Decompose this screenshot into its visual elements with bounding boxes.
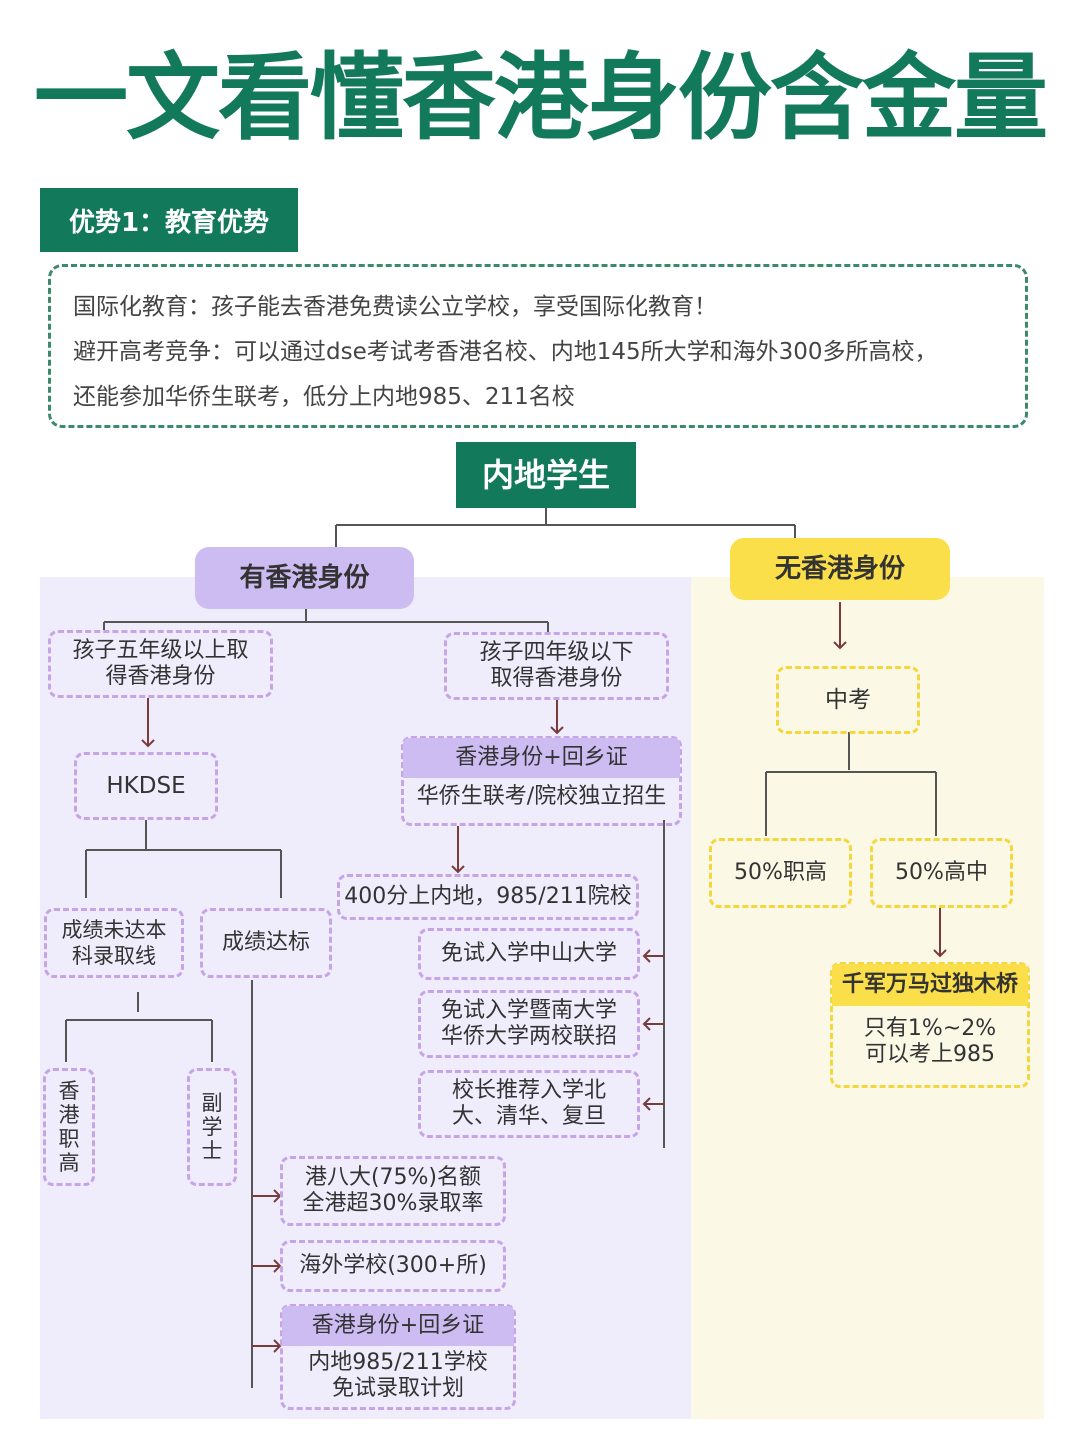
hk8-line-1: 港八大(75%)名额 bbox=[304, 1165, 482, 1190]
vocational-node: 50%职高 bbox=[709, 838, 852, 908]
dse-permit-node: 香港身份+回乡证 内地985/211学校 免试录取计划 bbox=[280, 1304, 516, 1410]
dse-permit-line-2: 免试录取计划 bbox=[331, 1376, 464, 1401]
principal-line-2: 大、清华、复旦 bbox=[451, 1104, 606, 1129]
highschool-node: 50%高中 bbox=[870, 838, 1013, 908]
hk-vocational-char-1: 香 bbox=[58, 1079, 80, 1103]
bridge-head: 千军万马过独木桥 bbox=[832, 964, 1028, 1006]
hk-vocational-char-3: 职 bbox=[58, 1127, 80, 1151]
principal-line-1: 校长推荐入学北 bbox=[451, 1078, 606, 1103]
grade5-above-line-1: 孩子五年级以上取 bbox=[72, 638, 249, 663]
bridge-line-2: 可以考上985 bbox=[865, 1042, 995, 1067]
without-hk-identity-node: 无香港身份 bbox=[730, 538, 950, 600]
hk-permit-exam-body: 华侨生联考/院校独立招生 bbox=[416, 784, 667, 809]
score400-node: 400分上内地，985/211院校 bbox=[337, 874, 639, 920]
intro-box: 国际化教育：孩子能去香港免费读公立学校，享受国际化教育！ 避开高考竞争：可以通过… bbox=[48, 264, 1028, 428]
dse-permit-line-1: 内地985/211学校 bbox=[308, 1350, 488, 1375]
hk-vocational-node: 香 港 职 高 bbox=[43, 1068, 95, 1186]
dse-permit-body: 内地985/211学校 免试录取计划 bbox=[283, 1346, 513, 1402]
intro-line-3: 还能参加华侨生联考，低分上内地985、211名校 bbox=[73, 384, 575, 410]
sysu-node: 免试入学中山大学 bbox=[418, 928, 640, 980]
with-hk-identity-node: 有香港身份 bbox=[195, 547, 414, 609]
hk-vocational-char-4: 高 bbox=[58, 1151, 80, 1175]
grade4-below-node: 孩子四年级以下 取得香港身份 bbox=[444, 632, 669, 700]
below-line-2: 科录取线 bbox=[72, 944, 156, 968]
associate-degree-node: 副 学 士 bbox=[187, 1068, 237, 1186]
grade5-above-node: 孩子五年级以上取 得香港身份 bbox=[48, 630, 273, 698]
hk-vocational-char-2: 港 bbox=[58, 1103, 80, 1127]
dse-permit-head: 香港身份+回乡证 bbox=[282, 1306, 514, 1346]
grade4-below-line-2: 取得香港身份 bbox=[490, 666, 623, 691]
hk-permit-exam-node: 香港身份+回乡证 华侨生联考/院校独立招生 bbox=[401, 736, 682, 826]
jinan-line-1: 免试入学暨南大学 bbox=[440, 998, 617, 1023]
associate-degree-char-2: 学 bbox=[201, 1115, 223, 1139]
hk8-node: 港八大(75%)名额 全港超30%录取率 bbox=[280, 1156, 506, 1226]
zhongkao-node: 中考 bbox=[776, 666, 920, 734]
bridge-body: 只有1%~2% 可以考上985 bbox=[833, 1006, 1027, 1068]
associate-degree-char-3: 士 bbox=[201, 1139, 223, 1163]
grade4-below-line-1: 孩子四年级以下 bbox=[479, 640, 634, 665]
hkdse-node: HKDSE bbox=[74, 752, 218, 820]
jinan-node: 免试入学暨南大学 华侨大学两校联招 bbox=[418, 990, 640, 1058]
bridge-line-1: 只有1%~2% bbox=[863, 1016, 997, 1041]
section-label: 优势1：教育优势 bbox=[40, 188, 298, 252]
grade5-above-line-2: 得香港身份 bbox=[105, 664, 216, 689]
bridge-node: 千军万马过独木桥 只有1%~2% 可以考上985 bbox=[830, 962, 1030, 1088]
meets-line-node: 成绩达标 bbox=[200, 908, 332, 978]
page-title: 一文看懂香港身份含金量 bbox=[33, 44, 1048, 153]
below-line-node: 成绩未达本 科录取线 bbox=[44, 908, 184, 978]
intro-line-2: 避开高考竞争：可以通过dse考试考香港名校、内地145所大学和海外300多所高校… bbox=[73, 339, 938, 365]
hk-permit-exam-head: 香港身份+回乡证 bbox=[403, 738, 680, 778]
root-mainland-student: 内地学生 bbox=[456, 442, 636, 508]
hk8-line-2: 全港超30%录取率 bbox=[302, 1191, 484, 1216]
below-line-1: 成绩未达本 bbox=[61, 918, 167, 942]
intro-line-1: 国际化教育：孩子能去香港免费读公立学校，享受国际化教育！ bbox=[73, 294, 717, 320]
principal-recommend-node: 校长推荐入学北 大、清华、复旦 bbox=[418, 1070, 640, 1138]
overseas-node: 海外学校(300+所) bbox=[280, 1240, 506, 1292]
associate-degree-char-1: 副 bbox=[201, 1091, 223, 1115]
jinan-line-2: 华侨大学两校联招 bbox=[440, 1024, 617, 1049]
